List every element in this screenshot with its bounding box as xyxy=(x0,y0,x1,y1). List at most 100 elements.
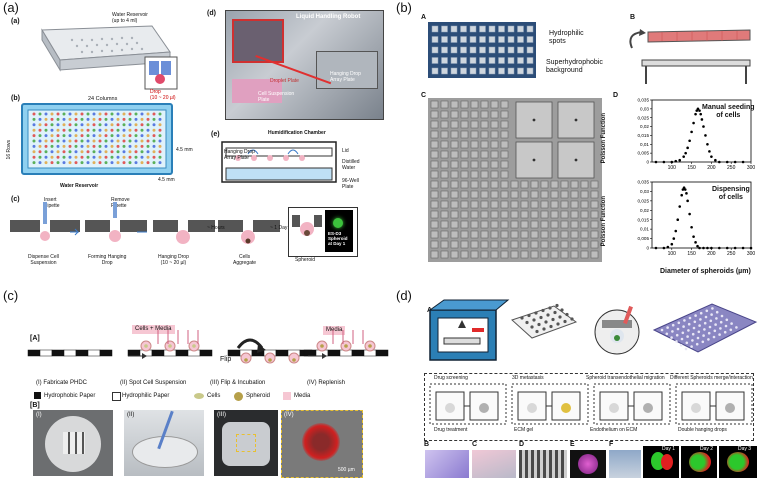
droplet-plate: Droplet Plate xyxy=(270,78,299,84)
hanging-drop-plate-d: Hanging Drop Array Plate xyxy=(330,71,361,83)
sub-b-D: D xyxy=(613,92,619,99)
panel-b-label: (b) xyxy=(396,0,412,15)
manual-seeding-annotation: Manual seeding of cells xyxy=(702,104,755,120)
fluor-day1 xyxy=(643,446,679,478)
x-tick-label: 250 xyxy=(727,251,736,257)
sub-a-b: (b) xyxy=(11,95,20,102)
data-point xyxy=(733,160,737,164)
cells-media-label: Cells + Media xyxy=(132,325,175,334)
x-tick-label: 200 xyxy=(707,165,716,171)
legend-hydrophobic: Hydrophobic Paper xyxy=(44,393,96,399)
y-tick-label: 0,005 xyxy=(638,151,650,156)
data-point xyxy=(678,205,682,208)
data-point xyxy=(696,107,700,111)
data-point xyxy=(688,139,691,143)
chart-axes-frame xyxy=(651,181,752,249)
legend-media-swatch xyxy=(283,392,291,400)
insert-pipette: Insert Pipette xyxy=(44,197,60,209)
data-point xyxy=(704,134,707,137)
data-point xyxy=(690,130,693,134)
fluor-day2 xyxy=(681,446,717,478)
y-tick-label: 0,005 xyxy=(638,236,650,241)
dim-4-5-a: 4.5 mm xyxy=(176,147,193,153)
app-drug-treatment: Drug treatment xyxy=(434,427,468,433)
sub-a-c: (c) xyxy=(11,196,20,203)
hanging-drop-zoom xyxy=(594,305,640,355)
data-point xyxy=(706,246,709,250)
fluor-day3 xyxy=(719,446,757,478)
y-tick-label: 0,02 xyxy=(640,208,649,213)
process-strip xyxy=(10,202,280,244)
es-d3-label: ES-D3 Spheroid at Day 1 xyxy=(328,231,348,246)
legend-hydrophilic-swatch xyxy=(112,392,121,401)
data-point xyxy=(681,188,685,191)
ylabel-top: Poisson Function xyxy=(601,113,607,164)
chart-axes-frame xyxy=(651,99,752,163)
humid-chamber-diagram xyxy=(221,141,337,183)
panel-c-label: (c) xyxy=(3,288,19,303)
data-point xyxy=(692,121,695,125)
hydrophilic-array-photo xyxy=(428,22,536,78)
drop-label: Drop (10 ~ 20 µl) xyxy=(150,89,176,101)
data-point xyxy=(684,151,687,155)
sub-a-e: (e) xyxy=(211,131,220,138)
y-tick-label: 0,015 xyxy=(638,217,650,222)
data-point xyxy=(662,246,666,250)
bioprinter-diagram xyxy=(428,299,510,361)
plate-3d-image xyxy=(41,25,171,72)
app-metastasis: 3D metastasis xyxy=(512,375,544,381)
photo-iii xyxy=(214,410,278,476)
x-tick-label: 150 xyxy=(687,165,696,171)
data-point xyxy=(718,246,721,250)
legend-cells: Cells xyxy=(207,393,221,399)
lid-label: Lid xyxy=(342,148,349,154)
step3-label: Hanging Drop (10 ~ 20 µl) xyxy=(158,254,189,266)
data-point xyxy=(696,244,699,248)
sub-d-E: E xyxy=(570,441,575,448)
data-point xyxy=(683,188,687,191)
photo-d-d xyxy=(519,450,567,478)
data-point xyxy=(741,160,745,164)
applications-diagram xyxy=(429,383,753,425)
data-point xyxy=(700,118,704,121)
y-tick-label: 0 xyxy=(646,160,649,165)
drop-inset xyxy=(144,56,178,90)
microwell-sem-image xyxy=(428,98,602,262)
app-migration: Spheroid transendothelial migration xyxy=(586,375,665,381)
data-point xyxy=(678,158,682,162)
data-point xyxy=(710,155,713,158)
app-endothelium: Endothelium on ECM xyxy=(590,427,638,433)
data-point xyxy=(714,158,717,162)
data-point xyxy=(708,150,711,153)
dim-4-5-b: 4.5 mm xyxy=(158,177,175,183)
water-reservoir-top: Water Reservoir (up to 4 ml) xyxy=(112,12,148,24)
phdc-process-diagram xyxy=(27,330,389,364)
y-tick-label: 0 xyxy=(646,246,649,251)
robot-photo xyxy=(225,10,384,120)
data-point xyxy=(698,109,701,112)
sub-a-a: (a) xyxy=(11,18,20,25)
hanging-drop-array-3d xyxy=(652,303,758,353)
day3-label-d: Day 3 xyxy=(738,446,752,452)
flip-label: Flip xyxy=(220,356,232,363)
photo-d-b xyxy=(425,450,469,478)
c-step3: (III) Flip & Incubation xyxy=(210,380,266,386)
data-point xyxy=(674,159,678,163)
sub-c-B: [B] xyxy=(30,402,40,409)
data-point xyxy=(725,160,729,164)
sub-b-B: B xyxy=(630,14,636,21)
x-tick-label: 100 xyxy=(668,251,677,257)
liquid-robot: Liquid Handling Robot xyxy=(296,14,361,20)
data-point xyxy=(654,246,658,250)
app-merge: Different Spheroids merge/interaction xyxy=(670,375,753,381)
scale-bar-label: 500 µm xyxy=(338,467,355,473)
photo-ii-label: (II) xyxy=(127,412,135,418)
remove-pipette: Remove Pipette xyxy=(111,197,130,209)
x-tick-label: 200 xyxy=(707,251,716,257)
data-point xyxy=(710,246,713,250)
xlabel-bottom: Diameter of spheroids (µm) xyxy=(660,268,751,275)
y-tick-label: 0,035 xyxy=(638,180,650,185)
data-point xyxy=(741,246,745,250)
distilled-water: Distilled Water xyxy=(342,159,360,171)
